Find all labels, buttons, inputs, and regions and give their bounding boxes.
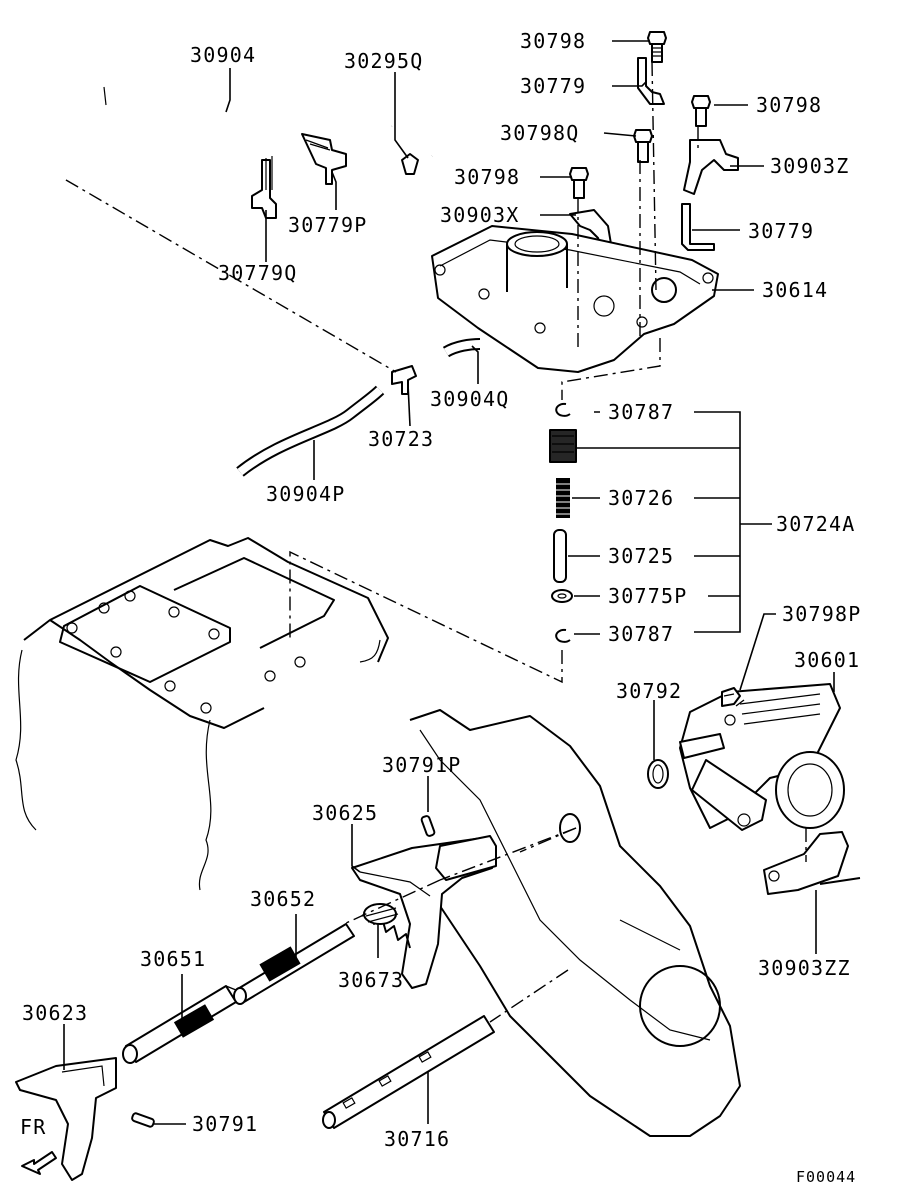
bolt-30798-c-part <box>569 167 589 199</box>
label-30779-a: 30779 <box>520 74 586 98</box>
label-30798-c: 30798 <box>454 165 520 189</box>
label-30903Z: 30903Z <box>770 154 849 178</box>
rail-30716-part <box>322 1015 495 1129</box>
label-leader-lines <box>63 40 835 1125</box>
label-30716: 30716 <box>384 1127 450 1151</box>
label-30798P: 30798P <box>782 602 861 626</box>
bolt-30798Q-part <box>633 129 653 163</box>
oring-30792-part <box>647 759 669 789</box>
fr-arrow-icon <box>21 1151 57 1175</box>
label-30779Q: 30779Q <box>218 261 297 285</box>
clip-30787-b-part <box>555 628 571 643</box>
label-30779-b: 30779 <box>748 219 814 243</box>
clip-30295Q-part <box>401 153 419 175</box>
label-30798Q: 30798Q <box>500 121 579 145</box>
bolt-30798P-part <box>721 687 741 707</box>
label-30904P: 30904P <box>266 482 345 506</box>
transmission-case-upper-part <box>15 537 389 891</box>
cover-30614-part <box>431 225 719 373</box>
pin-30791-part <box>131 1112 155 1128</box>
label-30726: 30726 <box>608 486 674 510</box>
label-30724A: 30724A <box>776 512 855 536</box>
part-labels: 30904 30295Q 30798 30779 30798 30798Q 30… <box>20 29 861 1186</box>
label-30791P: 30791P <box>382 753 461 777</box>
label-30673: 30673 <box>338 968 404 992</box>
label-30295Q: 30295Q <box>344 49 423 73</box>
hose-30904P-part <box>236 385 385 477</box>
bracket-30779-b-part <box>681 203 715 251</box>
label-30787-b: 30787 <box>608 622 674 646</box>
label-30623: 30623 <box>22 1001 88 1025</box>
label-30652: 30652 <box>250 887 316 911</box>
fork-30623-part <box>15 1057 117 1181</box>
label-30791: 30791 <box>192 1112 258 1136</box>
pin-30791P-part <box>420 815 436 837</box>
bolt-30798-b-part <box>691 95 711 127</box>
hose-30904Q-part <box>442 338 481 358</box>
bracket-30779P-part <box>301 133 347 185</box>
hose-30904-part <box>25 86 448 184</box>
spring-30726-part <box>556 478 570 518</box>
washer-30775P-part <box>551 589 573 603</box>
label-30725: 30725 <box>608 544 674 568</box>
fr-label: FR <box>20 1115 46 1139</box>
label-30625: 30625 <box>312 801 378 825</box>
label-30798-b: 30798 <box>756 93 822 117</box>
transmission-case-lower-part <box>409 709 741 1137</box>
bracket-30903ZZ-part <box>763 831 861 895</box>
fork-30625-part <box>351 835 497 989</box>
label-30651: 30651 <box>140 947 206 971</box>
diagram-code: F00044 <box>796 1168 856 1186</box>
label-30779P: 30779P <box>288 213 367 237</box>
bolt-30798-a-part <box>647 31 667 63</box>
label-30775P: 30775P <box>608 584 687 608</box>
rod-30652-part <box>233 923 355 1005</box>
bracket-30779-a-part <box>637 57 665 105</box>
pin-30725-part <box>553 529 567 583</box>
clip-30787-a-part <box>555 402 571 417</box>
actuator-30601-part <box>679 683 845 831</box>
bracket-30779Q-part <box>251 156 277 219</box>
cap-30724A-part <box>549 429 577 463</box>
bracket-30903Z-part <box>683 139 739 195</box>
dashed-leader-lines <box>65 61 807 1023</box>
label-30903X: 30903X <box>440 203 519 227</box>
label-30798-a: 30798 <box>520 29 586 53</box>
label-30904: 30904 <box>190 43 256 67</box>
shaft-30651-part <box>122 985 237 1064</box>
label-30614: 30614 <box>762 278 828 302</box>
label-30792: 30792 <box>616 679 682 703</box>
label-30904Q: 30904Q <box>430 387 509 411</box>
label-30601: 30601 <box>794 648 860 672</box>
label-30723: 30723 <box>368 427 434 451</box>
spring-30673-part <box>361 903 411 949</box>
label-30787-a: 30787 <box>608 400 674 424</box>
connector-30723-part <box>391 365 417 395</box>
label-30903ZZ: 30903ZZ <box>758 956 851 980</box>
